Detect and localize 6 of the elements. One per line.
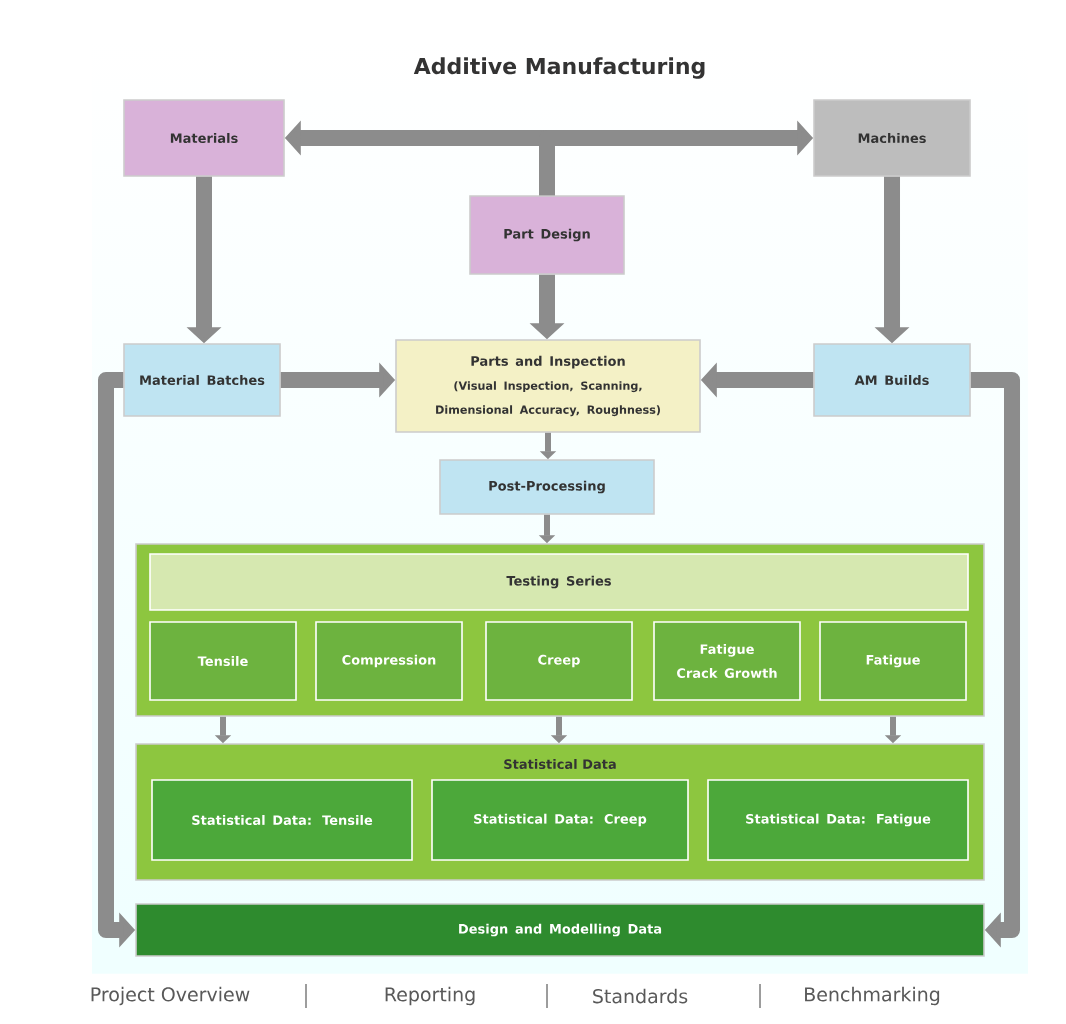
footer-link: Project Overview (91, 986, 250, 1006)
footer-link: Benchmarking (805, 986, 940, 1006)
footer-link: Reporting (385, 986, 475, 1006)
arrow (970, 372, 1020, 948)
title: Additive Manufacturing (413, 57, 705, 79)
footer-link: Standards (593, 988, 688, 1004)
